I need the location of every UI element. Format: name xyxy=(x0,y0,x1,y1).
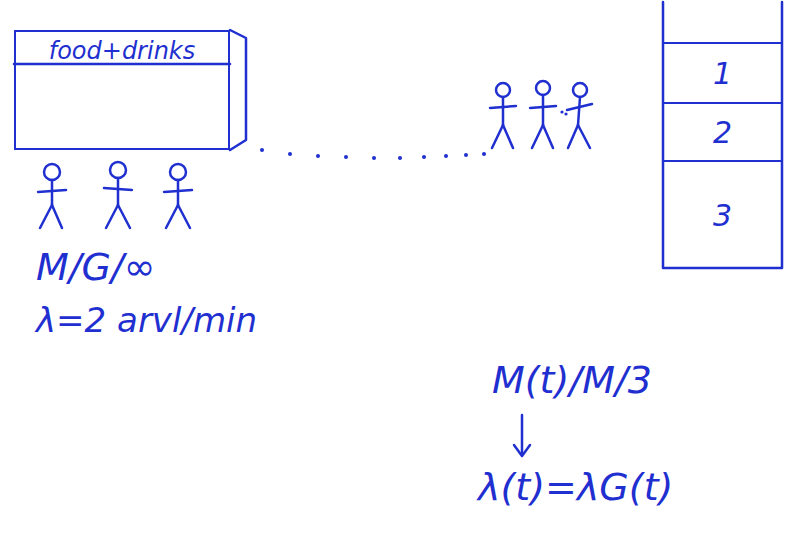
box-title: food+drinks xyxy=(49,38,196,64)
server-number: 3 xyxy=(713,199,732,232)
queue-figures xyxy=(490,81,592,148)
server-cell: 1 xyxy=(663,42,782,102)
server-number: 1 xyxy=(713,57,732,90)
queue-notation: λ=2 arvl/min xyxy=(36,300,257,341)
server-number: 2 xyxy=(713,116,732,149)
server-cell: 3 xyxy=(663,160,782,268)
queue-notation: M(t)/M/3 xyxy=(492,358,652,404)
arrow-head xyxy=(514,445,530,456)
queue-notation: M/G/∞ xyxy=(36,245,156,291)
stick-figures xyxy=(38,162,192,228)
queue-notation: λ(t)=λG(t) xyxy=(478,465,673,511)
arrow xyxy=(521,415,524,455)
server-cell: 2 xyxy=(663,102,782,160)
box-side xyxy=(230,30,246,150)
dotted-line xyxy=(260,110,568,160)
counter-box: food+drinks xyxy=(14,30,230,150)
server-housing xyxy=(663,2,782,268)
